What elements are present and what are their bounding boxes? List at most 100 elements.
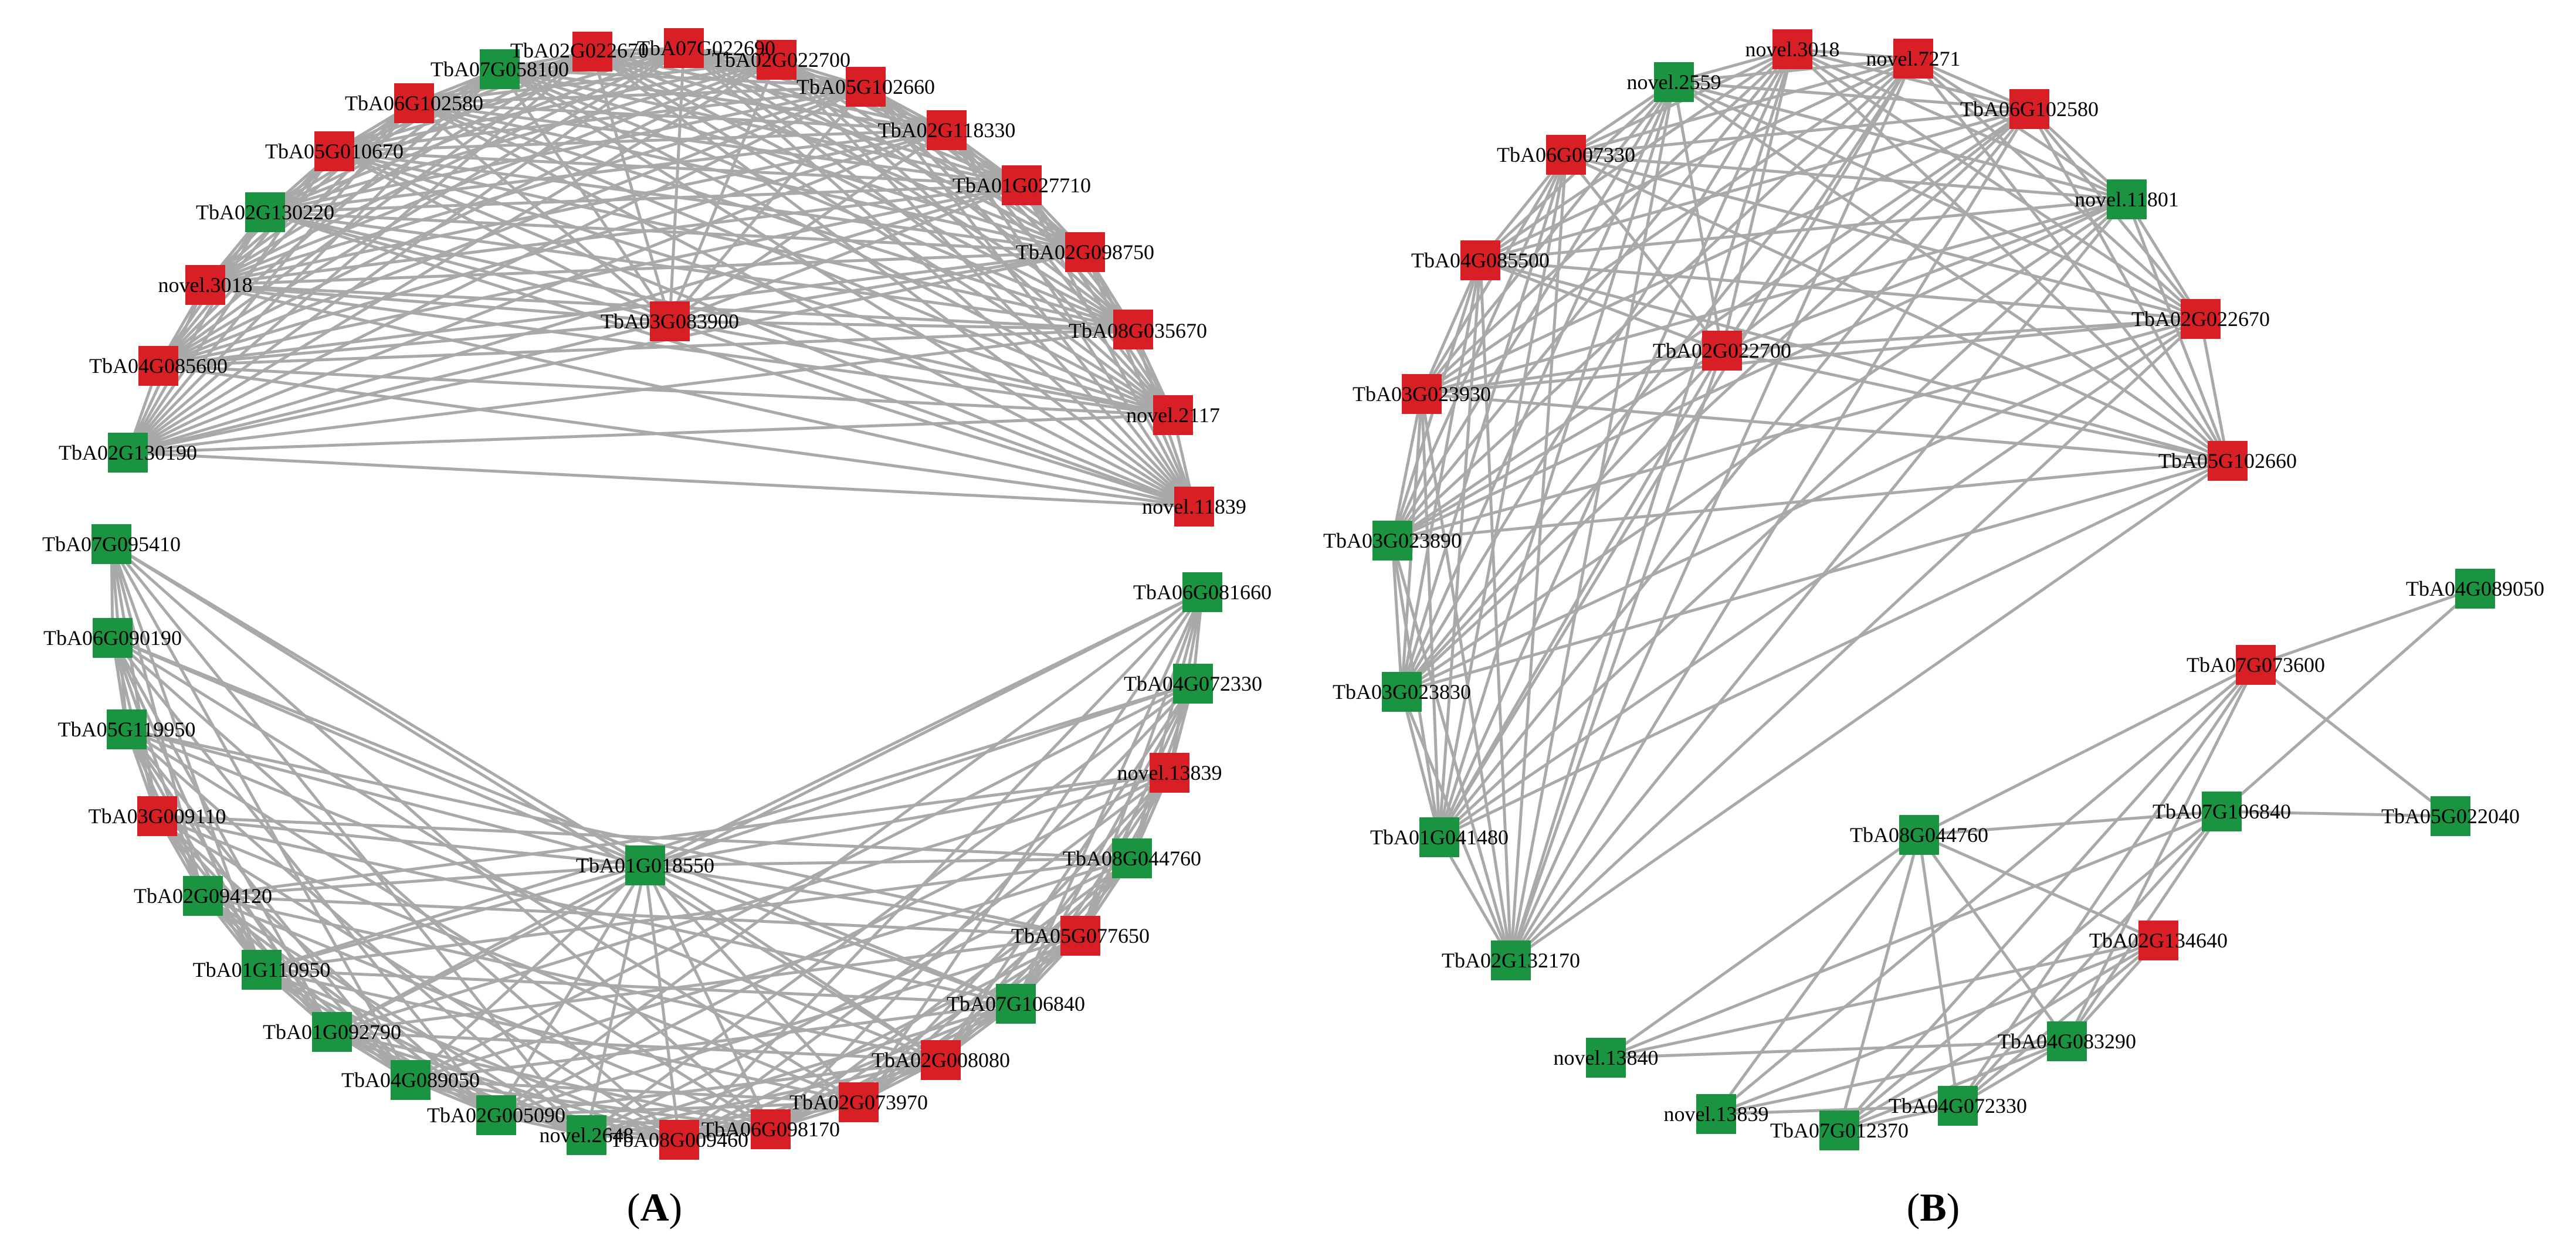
panel-a-g0-node-tba07g022690[interactable] [664, 28, 704, 68]
panel-b-g0-node-tba06g007330[interactable] [1546, 135, 1586, 175]
panel-b-g0-node-novel-7271[interactable] [1893, 39, 1933, 79]
panel-a-g0-node-tba02g130190[interactable] [108, 433, 148, 473]
panel-a-letter: A [640, 1185, 669, 1230]
panel-a-g0-edge-novel-2117-tba05g010670 [334, 150, 1174, 417]
panel-a-g0-edge-novel-11839-tba07g058100 [499, 67, 1195, 508]
panel-b-g1-edge-tba02g134640-novel-13839 [1716, 939, 2159, 1116]
panel-b-g0-edge-tba01g041480-tba06g007330 [1438, 154, 1568, 838]
panel-b-g0-edge-tba06g102580-tba03g023890 [1391, 107, 2031, 542]
panel-a-g1-node-tba06g098170[interactable] [751, 1109, 791, 1149]
panel-a-g1-node-tba04g089050[interactable] [391, 1060, 431, 1100]
panel-a-g1-node-tba06g090190[interactable] [93, 618, 133, 658]
panel-b-g1-node-tba04g072330[interactable] [1938, 1086, 1978, 1126]
panel-b-g1-node-novel-13839[interactable] [1696, 1094, 1736, 1134]
panel-a-g0-node-novel-11839[interactable] [1174, 487, 1214, 527]
panel-a-g1-node-tba02g094120[interactable] [183, 876, 223, 916]
panel-b-g1-node-novel-13840[interactable] [1586, 1038, 1626, 1078]
panel-b-g0-edge-novel-3018-tba02g022700 [1720, 49, 1794, 351]
panel-b-g1-node-tba07g012370[interactable] [1819, 1110, 1859, 1150]
panel-a-g1-node-tba01g092790[interactable] [312, 1012, 352, 1052]
panel-a-g1-node-tba01g110950[interactable] [242, 950, 282, 990]
panel-a-g0-node-tba02g098750[interactable] [1065, 232, 1105, 272]
panel-a-g0-node-label-tba02g098750: TbA02G098750 [1016, 240, 1154, 264]
panel-b-g1-edge-tba07g106840-tba08g044760 [1919, 810, 2222, 837]
panel-b-g0-node-tba03g023890[interactable] [1372, 521, 1412, 561]
panel-b-g0-node-tba02g022700[interactable] [1702, 331, 1742, 371]
panel-b-g1-edge-tba08g044760-novel-13840 [1605, 833, 1920, 1059]
panel-a-g1-node-tba04g072330[interactable] [1173, 664, 1213, 704]
panel-a-g0-node-tba01g027710[interactable] [1002, 165, 1042, 205]
panel-a-g1-node-label-tba02g005090: TbA02G005090 [427, 1103, 565, 1127]
panel-a-g0-node-tba05g010670[interactable] [314, 131, 354, 171]
panel-a-g1-node-label-novel-13839: novel.13839 [1117, 761, 1222, 784]
panel-b-g0-edge-tba06g102580-tba01g041480 [1438, 108, 2031, 838]
panel-b-g1-node-tba04g089050[interactable] [2455, 569, 2495, 609]
panel-b-g0-edge-novel-11801-tba03g023830 [1401, 198, 2128, 694]
panel-a-g1-node-tba05g119950[interactable] [107, 709, 147, 749]
panel-a-g0-node-tba08g035670[interactable] [1113, 310, 1153, 349]
panel-b-g1-edge-tba07g106840-tba04g089050 [2221, 587, 2476, 813]
panel-a-g0-node-tba03g083900[interactable] [650, 301, 690, 341]
panel-a-g0-node-tba05g102660[interactable] [846, 67, 886, 107]
panel-a-g1-node-tba03g009110[interactable] [137, 796, 177, 836]
panel-a-g1-node-tba05g077650[interactable] [1060, 916, 1100, 956]
panel-a-g1-edge-tba03g009110-tba02g073970 [157, 814, 859, 1104]
panel-a-g1-node-novel-2648[interactable] [567, 1115, 606, 1155]
panel-a-g0-node-tba02g022700[interactable] [757, 40, 796, 80]
panel-a-g1-node-tba01g018550[interactable] [625, 845, 665, 885]
panel-b-g0-node-tba03g023830[interactable] [1382, 672, 1422, 712]
panel-b-g1-node-tba07g073600[interactable] [2236, 645, 2276, 685]
panel-b-g0-node-tba05g102660[interactable] [2208, 441, 2248, 481]
panel-b-g0-node-tba04g085500[interactable] [1460, 240, 1500, 280]
panel-a-g0-node-tba07g058100[interactable] [480, 49, 520, 89]
panel-b-g0-node-novel-3018[interactable] [1772, 29, 1812, 69]
panel-a-g0-node-tba06g102580[interactable] [394, 83, 434, 123]
panel-a-g0-edge-tba01g027710-tba06g102580 [413, 101, 1022, 187]
panel-a-g1-node-label-tba04g089050: TbA04G089050 [341, 1068, 480, 1092]
panel-a-g0-node-novel-2117[interactable] [1153, 395, 1193, 435]
panel-a-g1-node-tba08g044760[interactable] [1112, 838, 1152, 878]
panel-a-g0-edge-novel-11839-tba02g130190 [127, 451, 1195, 508]
panel-b-g1-node-tba04g083290[interactable] [2047, 1021, 2087, 1061]
panel-a-g1-node-label-novel-2648: novel.2648 [540, 1123, 634, 1147]
panel-a-g1-node-tba02g073970[interactable] [839, 1082, 879, 1122]
panel-b-g0-node-tba06g102580[interactable] [2009, 89, 2049, 129]
panel-a-g0-node-tba04g085600[interactable] [138, 346, 178, 386]
panel-b-g0-edge-tba01g041480-novel-2559 [1438, 81, 1676, 838]
panel-a-g0-node-tba02g130220[interactable] [245, 192, 285, 232]
panel-b-g0-node-novel-11801[interactable] [2107, 179, 2147, 219]
panel-b-g1-node-tba07g106840[interactable] [2202, 792, 2242, 831]
panel-b-g0-edge-tba03g023830-tba02g022700 [1401, 349, 1723, 693]
panel-a-g0-node-label-tba02g118330: TbA02G118330 [878, 118, 1016, 142]
panel-a-g1-node-tba02g005090[interactable] [476, 1095, 516, 1135]
panel-a-g0-node-novel-3018[interactable] [185, 265, 225, 305]
panel-b-g0-edge-tba02g132170-tba02g022700 [1509, 350, 1724, 961]
panel-a-g1-node-novel-13839[interactable] [1150, 753, 1189, 793]
panel-a-g1-node-tba02g008080[interactable] [921, 1040, 961, 1080]
edges-layer [110, 46, 2476, 1142]
panel-b-g0-node-tba03g023930[interactable] [1402, 374, 1442, 414]
panel-a-g1-edge-tba01g018550-tba06g090190 [112, 636, 646, 867]
panel-b-g1-node-tba08g044760[interactable] [1899, 815, 1939, 855]
panel-a-g0-edge-tba08g035670-tba04g085600 [158, 328, 1134, 368]
panel-b-g0-node-tba02g022670[interactable] [2181, 299, 2221, 339]
panel-b-g0-edge-tba03g023890-novel-2559 [1391, 81, 1676, 542]
panel-b-g1-node-tba05g022040[interactable] [2431, 796, 2470, 836]
panel-a-g0-edge-tba03g083900-tba01g027710 [669, 184, 1022, 323]
panel-a-g1-node-tba08g009460[interactable] [659, 1120, 699, 1160]
panel-b-g0-node-tba01g041480[interactable] [1419, 817, 1459, 857]
panel-a-g1-node-tba07g095410[interactable] [91, 524, 131, 564]
panel-b-g0-edge-novel-2559-tba02g022700 [1672, 81, 1724, 351]
panel-b-g0-edge-tba05g102660-tba04g085500 [1480, 259, 2228, 463]
panel-b-g1-node-tba02g134640[interactable] [2138, 921, 2178, 960]
panel-a-g1-edge-tba04g089050-tba08g044760 [410, 857, 1133, 1082]
panel-a-g0-node-tba02g118330[interactable] [927, 110, 967, 150]
panel-a-g0-node-tba02g022670[interactable] [572, 32, 612, 72]
panel-b-g0-node-novel-2559[interactable] [1654, 62, 1694, 102]
panel-a-g0-edge-tba08g035670-tba02g130220 [265, 210, 1134, 331]
panel-a-g1-node-tba07g106840[interactable] [996, 984, 1036, 1024]
panel-a-g1-node-tba06g081660[interactable] [1182, 572, 1222, 612]
panel-b-g0-node-label-novel-2559: novel.2559 [1627, 70, 1721, 94]
panel-b-g0-edge-tba05g102660-tba03g023830 [1401, 459, 2228, 694]
panel-b-g0-node-tba02g132170[interactable] [1491, 940, 1531, 980]
